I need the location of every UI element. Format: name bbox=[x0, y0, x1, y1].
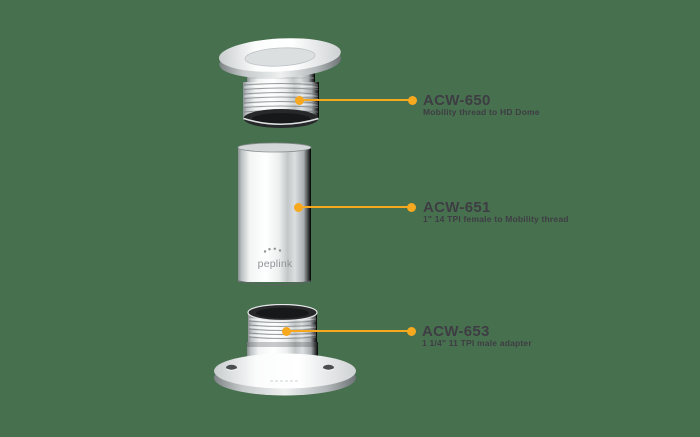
callout-line bbox=[298, 206, 412, 208]
callout-dot bbox=[293, 202, 303, 212]
callout-dot bbox=[294, 95, 304, 105]
part-acw651-illustration: peplink bbox=[236, 141, 314, 289]
callout-line bbox=[299, 99, 413, 101]
acw650-bottom-opening bbox=[243, 109, 319, 128]
callout-title: ACW-653 bbox=[422, 322, 490, 340]
acw651-body bbox=[237, 142, 312, 286]
callout-title: ACW-651 bbox=[423, 198, 491, 216]
callout-subtitle: Mobility thread to HD Dome bbox=[423, 107, 540, 117]
callout-title: ACW-650 bbox=[423, 91, 491, 109]
callout-subtitle: 1" 14 TPI female to Mobility thread bbox=[423, 214, 569, 224]
acw653-flange bbox=[214, 353, 356, 396]
callout-dot bbox=[406, 326, 416, 336]
callout-dot bbox=[407, 95, 417, 105]
callout-subtitle: 1 1/4" 11 TPI male adapter bbox=[422, 338, 532, 348]
acw653-top-opening bbox=[247, 304, 318, 322]
callout-dot bbox=[406, 202, 416, 212]
peplink-logo-dots bbox=[263, 247, 282, 253]
callout-line bbox=[286, 330, 412, 332]
part-acw650-illustration bbox=[218, 36, 344, 130]
callout-dot bbox=[281, 326, 291, 336]
peplink-logo-text: peplink bbox=[258, 258, 293, 270]
part-acw653-illustration bbox=[211, 304, 359, 400]
acw650-flange bbox=[218, 38, 342, 79]
